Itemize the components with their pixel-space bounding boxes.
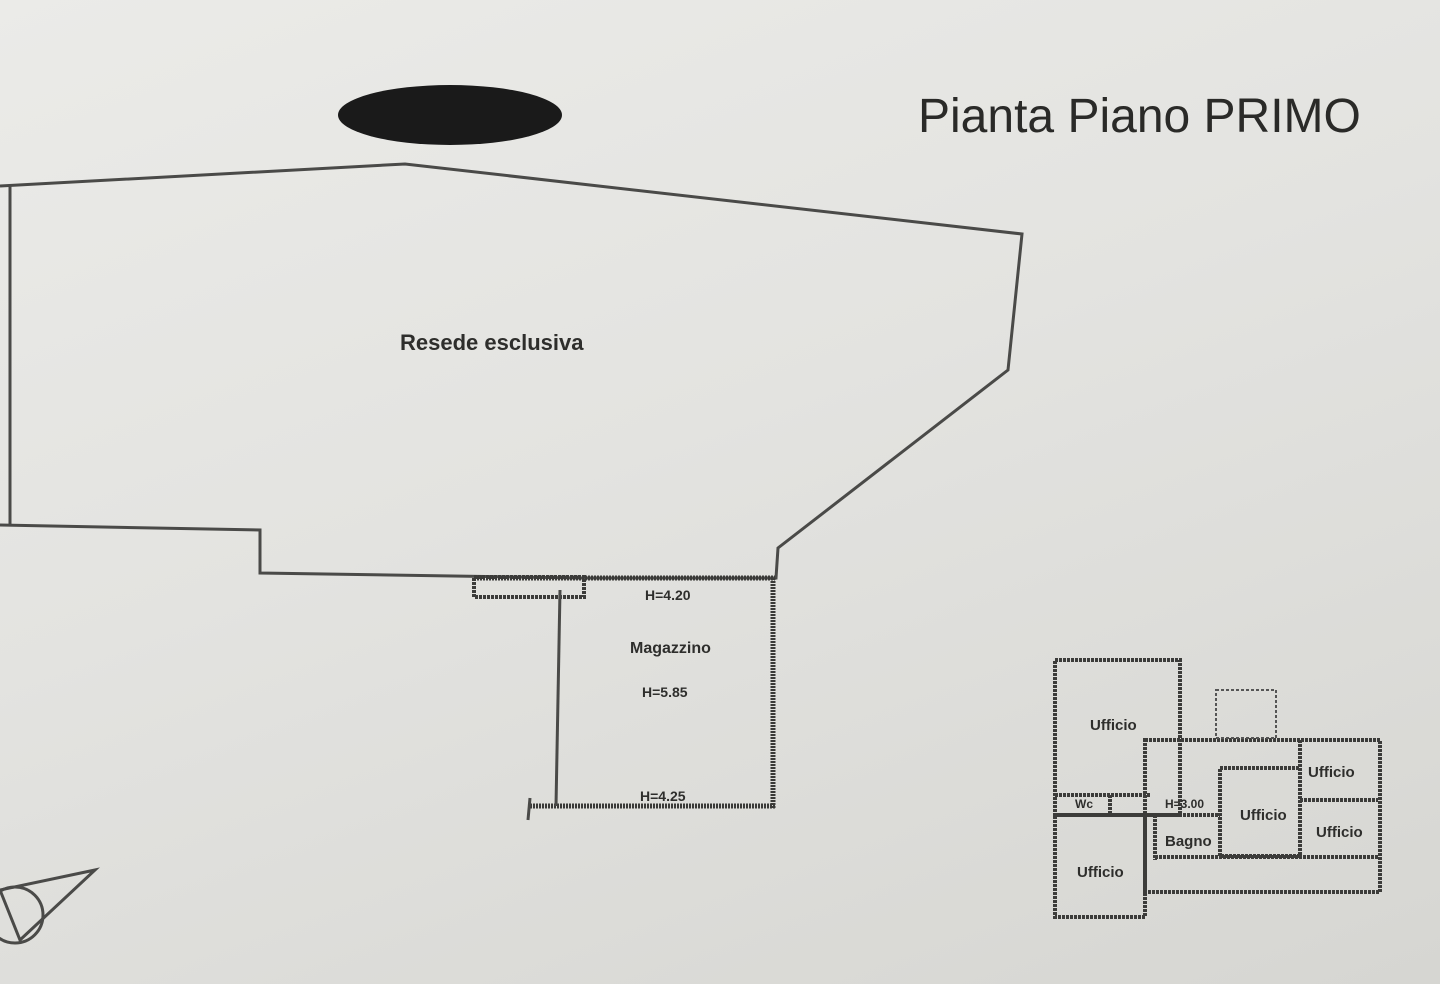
magazzino-height-top: H=4.20 — [645, 587, 691, 603]
key-plan-height: H=3.00 — [1165, 797, 1204, 811]
resede-label: Resede esclusiva — [400, 330, 584, 355]
room-label-ufficio-4: Ufficio — [1316, 824, 1363, 841]
resede-boundary — [0, 162, 1024, 580]
wc-label: Wc — [1075, 797, 1093, 811]
room-label-ufficio-5: Ufficio — [1077, 864, 1124, 881]
magazzino-height-center: H=5.85 — [642, 684, 688, 700]
magazzino-label: Magazzino — [630, 640, 711, 657]
room-label-ufficio-2: Ufficio — [1308, 764, 1355, 781]
redaction-mark — [338, 85, 562, 145]
north-arrow-icon — [0, 867, 100, 945]
key-plan — [1053, 658, 1382, 919]
room-label-ufficio-1: Ufficio — [1090, 717, 1137, 734]
magazzino-height-bottom: H=4.25 — [640, 788, 686, 804]
wall-stub — [526, 797, 532, 821]
room-label-ufficio-3: Ufficio — [1240, 807, 1287, 824]
page-title: Pianta Piano PRIMO — [918, 90, 1361, 143]
magazzino-wall-left — [554, 589, 562, 807]
bagno-label: Bagno — [1165, 833, 1212, 850]
